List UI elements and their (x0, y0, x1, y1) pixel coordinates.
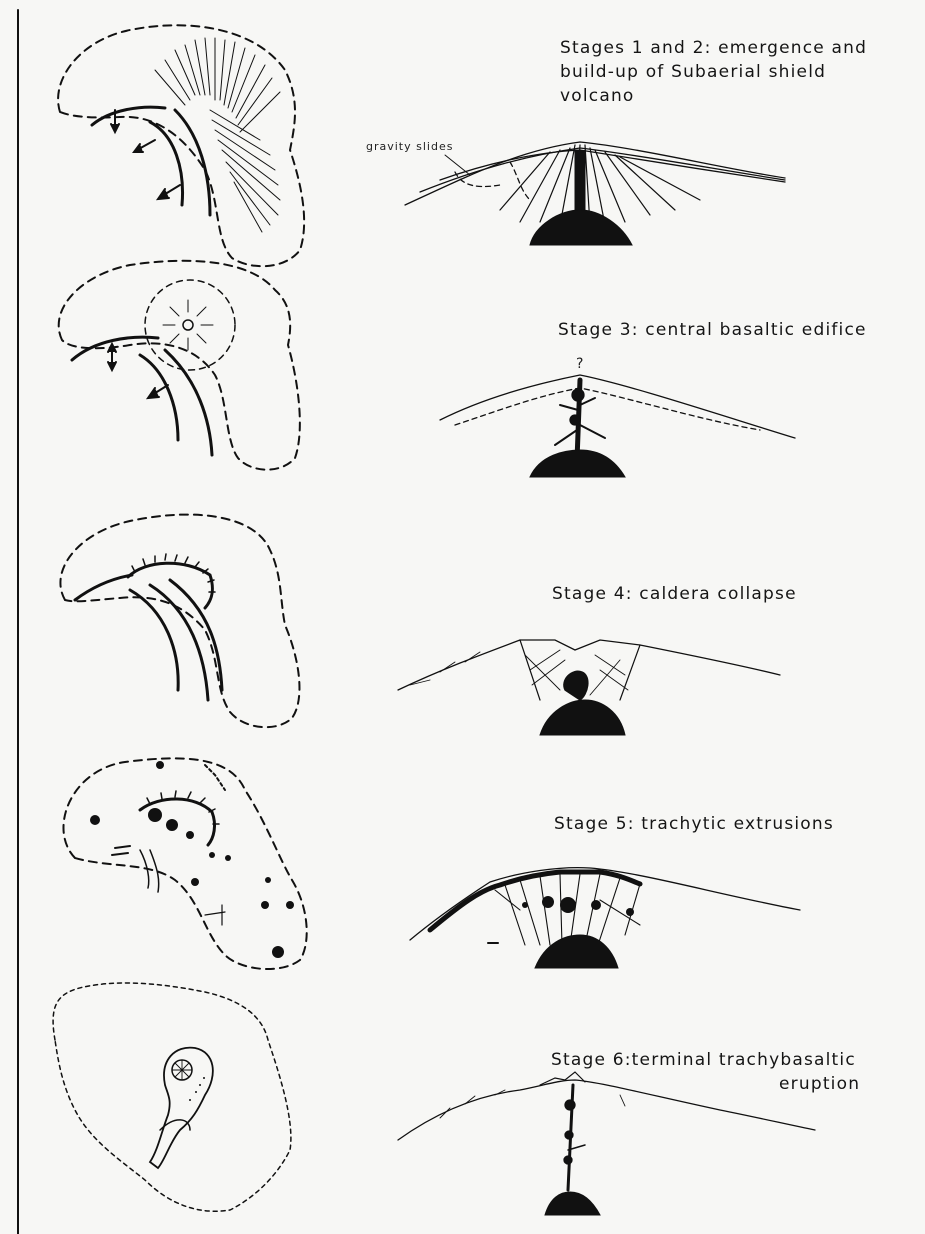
stage-3-map (59, 261, 300, 470)
stage-4-section (398, 640, 780, 735)
stage-4-map (60, 515, 299, 728)
stage-3-section (440, 375, 795, 477)
stage-5-map (63, 758, 306, 969)
stage-6-map (53, 983, 291, 1211)
stage-1-2-map (58, 25, 304, 266)
stage-1-2-section (405, 142, 785, 245)
stage-5-section (410, 868, 800, 968)
stage-6-section (398, 1072, 815, 1215)
